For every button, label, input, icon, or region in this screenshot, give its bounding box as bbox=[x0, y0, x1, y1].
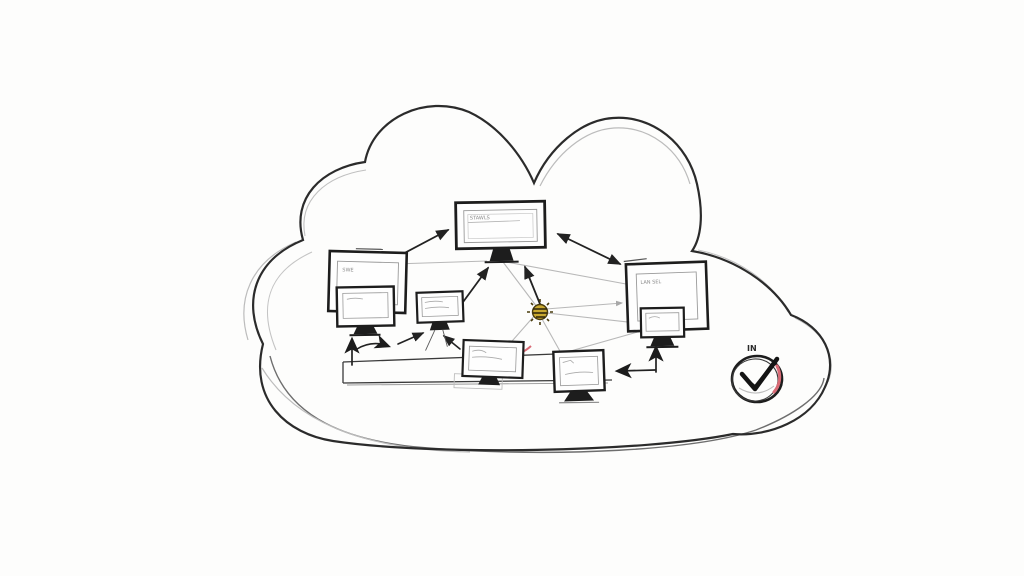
bottom-monitor-stand bbox=[564, 390, 595, 402]
midleft-monitor-screen bbox=[421, 295, 459, 318]
gear-marks bbox=[533, 308, 547, 318]
switch-monitor-center bbox=[453, 338, 525, 390]
right-monitor-label: LAN SEL bbox=[640, 279, 661, 286]
cloud-echo-stroke bbox=[697, 249, 789, 313]
cloud-echo-stroke bbox=[243, 241, 297, 341]
cloud-echo-stroke bbox=[261, 367, 471, 453]
light-link-hub-to-bottom bbox=[541, 318, 562, 354]
check-red-accent bbox=[772, 364, 782, 394]
server-monitor-label: STAWLS bbox=[470, 215, 490, 221]
light-link-left-to-server bbox=[393, 260, 488, 265]
server-monitor-base bbox=[484, 260, 519, 264]
left-small-monitor-base bbox=[349, 333, 381, 337]
cloud-echo-stroke bbox=[303, 169, 367, 237]
right-small-monitor-frame bbox=[639, 306, 686, 339]
center-monitor-screen bbox=[468, 345, 517, 373]
arrow-chain-to-midleft bbox=[397, 332, 425, 345]
midleft-monitor-stand bbox=[429, 321, 450, 331]
switch-monitor-left bbox=[415, 290, 465, 351]
server-screen-scribble bbox=[467, 220, 520, 223]
light-link-bottom-to-right bbox=[566, 330, 642, 353]
center-monitor-frame bbox=[461, 338, 525, 380]
left-monitor-label: SWE bbox=[342, 267, 353, 273]
check-circle-inner-arc bbox=[738, 385, 775, 394]
right-small-monitor-stand bbox=[650, 336, 675, 347]
arrow-bus-chain-right bbox=[356, 334, 391, 350]
cloud-echo-stroke bbox=[267, 251, 313, 351]
center-screen-scribble bbox=[472, 349, 503, 360]
light-link-server-to-hub bbox=[499, 257, 538, 308]
checkmark-caption: IN bbox=[747, 344, 757, 353]
center-monitor-stand bbox=[478, 376, 501, 386]
gear-hub-icon bbox=[527, 299, 553, 325]
light-link-hub-to-right bbox=[545, 300, 624, 310]
checkmark-circle-icon: IN bbox=[730, 344, 784, 404]
arrow-center-to-midleft bbox=[442, 334, 461, 350]
left-small-screen-scribble bbox=[346, 297, 363, 300]
cloud-echo-stroke bbox=[269, 355, 825, 453]
server-monitor-screen bbox=[463, 208, 538, 244]
left-monitor-top-tab bbox=[355, 248, 383, 251]
right-small-monitor-base bbox=[646, 345, 679, 349]
right-small-monitor-screen bbox=[645, 312, 680, 332]
arrow-into-bottom-monitor bbox=[614, 362, 656, 379]
gear-teeth bbox=[527, 299, 553, 325]
server-monitor-stand bbox=[489, 247, 514, 262]
cloud-main-stroke bbox=[252, 104, 832, 452]
cloud-echo-stroke bbox=[539, 127, 691, 187]
bottom-screen-scribble bbox=[562, 359, 594, 375]
light-link-server-to-right bbox=[505, 261, 627, 285]
right-workstation-secondary-monitor bbox=[639, 306, 686, 349]
check-mark-echo bbox=[743, 361, 775, 388]
arrow-hub-to-server bbox=[524, 265, 541, 305]
midleft-screen-scribble bbox=[424, 300, 450, 309]
left-workstation-secondary-monitor bbox=[335, 285, 396, 337]
bottom-monitor-base bbox=[559, 401, 600, 404]
server-monitor-screen-inner bbox=[467, 213, 534, 239]
cloud-outline bbox=[243, 104, 832, 453]
arrow-server-right-bidirectional bbox=[556, 233, 622, 265]
left-small-monitor-stand bbox=[353, 325, 378, 335]
check-circle-echo bbox=[731, 358, 779, 402]
switch-monitor-bottom bbox=[552, 348, 606, 404]
bottom-monitor-screen bbox=[559, 355, 599, 387]
midleft-monitor-legs bbox=[425, 329, 448, 351]
server-monitor: STAWLS bbox=[454, 199, 547, 264]
left-small-monitor-screen bbox=[342, 292, 389, 319]
right-small-screen-scribble bbox=[648, 316, 661, 319]
right-monitor-top-tab bbox=[623, 258, 647, 263]
